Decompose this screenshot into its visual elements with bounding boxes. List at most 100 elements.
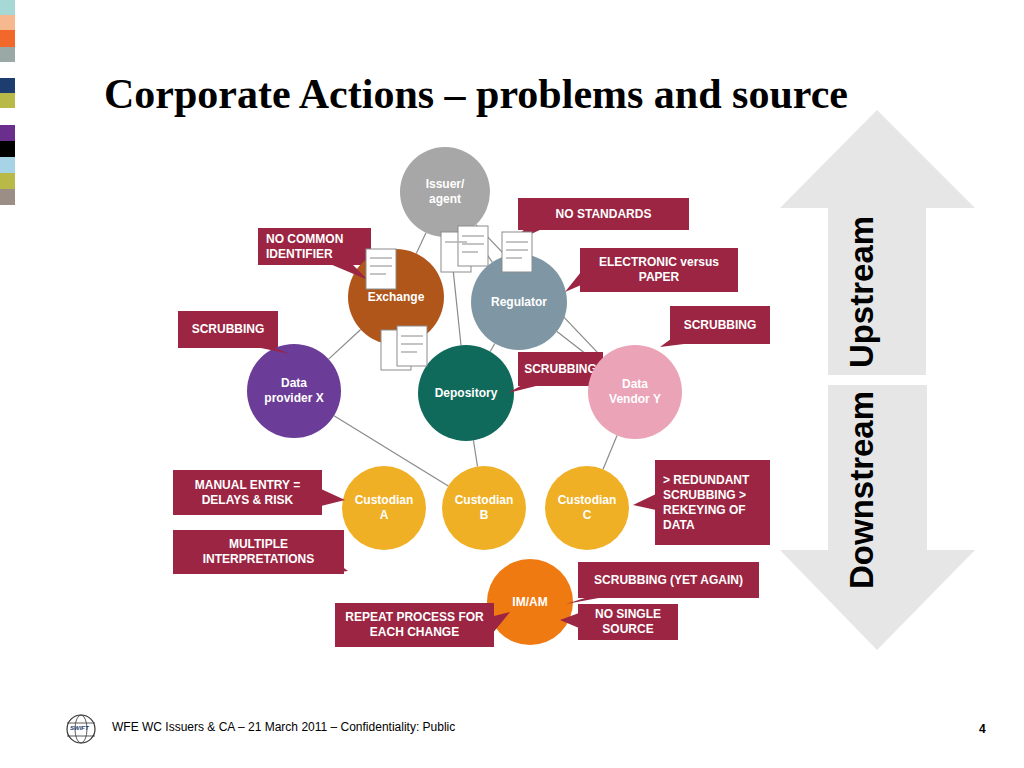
entity-name: Data provider X [259, 376, 329, 406]
callout-shape [655, 460, 770, 545]
problem-callout: SCRUBBING [178, 311, 278, 348]
document-line [506, 249, 528, 251]
slide-title: Corporate Actions – problems and source [104, 70, 848, 118]
entity-name: Data Vendor Y [600, 377, 670, 407]
color-strip [0, 93, 15, 108]
node-body: Custodian B [442, 466, 526, 550]
problem-text: > REDUNDANT SCRUBBING > REKEYING OF DATA [663, 473, 762, 533]
node-body: NO STANDARDS [518, 198, 689, 230]
node-body: Issuer/ agent [400, 147, 490, 237]
node-body: IM/AM [487, 559, 573, 645]
callout-tail [321, 489, 345, 506]
arrow-label: Downstream [841, 391, 882, 589]
problem-text: SCRUBBING [524, 362, 597, 377]
document-line [445, 241, 467, 243]
node-body: ELECTRONIC versus PAPER [580, 248, 738, 292]
problem-text: MANUAL ENTRY = DELAYS & RISK [181, 478, 314, 508]
node-body: Custodian C [545, 466, 629, 550]
callout-shape [578, 604, 678, 640]
circle-shape [342, 466, 426, 550]
document-line [401, 351, 417, 353]
footer-text: WFE WC Issuers & CA – 21 March 2011 – Co… [112, 720, 455, 734]
color-strip [0, 141, 15, 157]
entity-name: Custodian C [557, 493, 617, 523]
document-line [462, 235, 484, 237]
entity-circle: Data provider X [247, 344, 341, 438]
document-icon [441, 232, 471, 272]
callout-shape [580, 248, 738, 292]
problem-callout: > REDUNDANT SCRUBBING > REKEYING OF DATA [655, 460, 770, 545]
color-strip [0, 78, 15, 93]
logo-globe [67, 715, 95, 743]
node-body: NO SINGLE SOURCE [578, 604, 678, 640]
entity-circle: Issuer/ agent [400, 147, 490, 237]
problem-callout: REPEAT PROCESS FOR EACH CHANGE [335, 603, 494, 647]
document-line [506, 241, 528, 243]
entity-circle: Custodian B [442, 466, 526, 550]
document-line [462, 243, 484, 245]
node-body: Depository [418, 345, 514, 441]
problem-text: NO SINGLE SOURCE [586, 607, 670, 637]
node-body: SCRUBBING [178, 311, 278, 348]
arrow-shape [780, 385, 975, 650]
problem-callout: NO COMMON IDENTIFIER [258, 228, 371, 265]
connector-line [450, 237, 461, 346]
problem-callout: MANUAL ENTRY = DELAYS & RISK [173, 470, 322, 515]
callout-tail [565, 272, 581, 292]
callout-shape [173, 470, 322, 515]
entity-name: Regulator [491, 295, 547, 310]
problem-text: MULTIPLE INTERPRETATIONS [181, 537, 336, 567]
circle-shape [418, 345, 514, 441]
circle-shape [487, 559, 573, 645]
entity-name: Issuer/ agent [412, 177, 478, 207]
logo-globe [67, 736, 95, 737]
color-strip [0, 173, 15, 189]
problem-callout: SCRUBBING [670, 306, 770, 344]
node-body: NO COMMON IDENTIFIER [258, 228, 371, 265]
connector-line [329, 330, 361, 360]
connector-line [473, 440, 477, 466]
color-strip [0, 125, 15, 141]
node-body: SCRUBBING (YET AGAIN) [578, 562, 759, 598]
callout-shape [258, 228, 371, 265]
circle-shape [588, 345, 682, 439]
node-body: MANUAL ENTRY = DELAYS & RISK [173, 470, 322, 515]
entity-circle: Depository [418, 345, 514, 441]
direction-arrow: Downstream [780, 385, 975, 650]
node-body: MULTIPLE INTERPRETATIONS [173, 530, 344, 574]
logo-text: SWIFT [70, 725, 89, 731]
color-strip [0, 157, 15, 173]
problem-callout: NO SINGLE SOURCE [578, 604, 678, 640]
entity-name: Custodian A [354, 493, 414, 523]
entity-circle: Exchange [348, 249, 444, 345]
node-body: SCRUBBING [670, 306, 770, 344]
direction-arrow: Upstream [780, 110, 975, 375]
node-body: Data Vendor Y [588, 345, 682, 439]
document-line [462, 251, 478, 253]
circle-shape [400, 147, 490, 237]
callout-shape [335, 603, 494, 647]
problem-callout: SCRUBBING (YET AGAIN) [578, 562, 759, 598]
color-strip [0, 189, 15, 205]
arrow-shape [780, 110, 975, 375]
callout-tail [633, 494, 656, 510]
entity-circle: Regulator [471, 254, 567, 350]
callout-shape [178, 311, 278, 348]
callout-shape [518, 198, 689, 230]
circle-shape [442, 466, 526, 550]
page-number: 4 [979, 722, 986, 736]
color-strip [0, 0, 15, 15]
entity-name: IM/AM [512, 595, 547, 610]
callout-shape [670, 306, 770, 344]
problem-text: REPEAT PROCESS FOR EACH CHANGE [343, 610, 486, 640]
callout-tail [505, 229, 542, 246]
connector-line [470, 229, 492, 262]
entity-circle: Data Vendor Y [588, 345, 682, 439]
node-body: > REDUNDANT SCRUBBING > REKEYING OF DATA [655, 460, 770, 545]
callout-shape [578, 562, 759, 598]
problem-text: ELECTRONIC versus PAPER [588, 255, 730, 285]
circle-shape [471, 254, 567, 350]
entity-circle: IM/AM [487, 559, 573, 645]
problem-callout: ELECTRONIC versus PAPER [580, 248, 738, 292]
